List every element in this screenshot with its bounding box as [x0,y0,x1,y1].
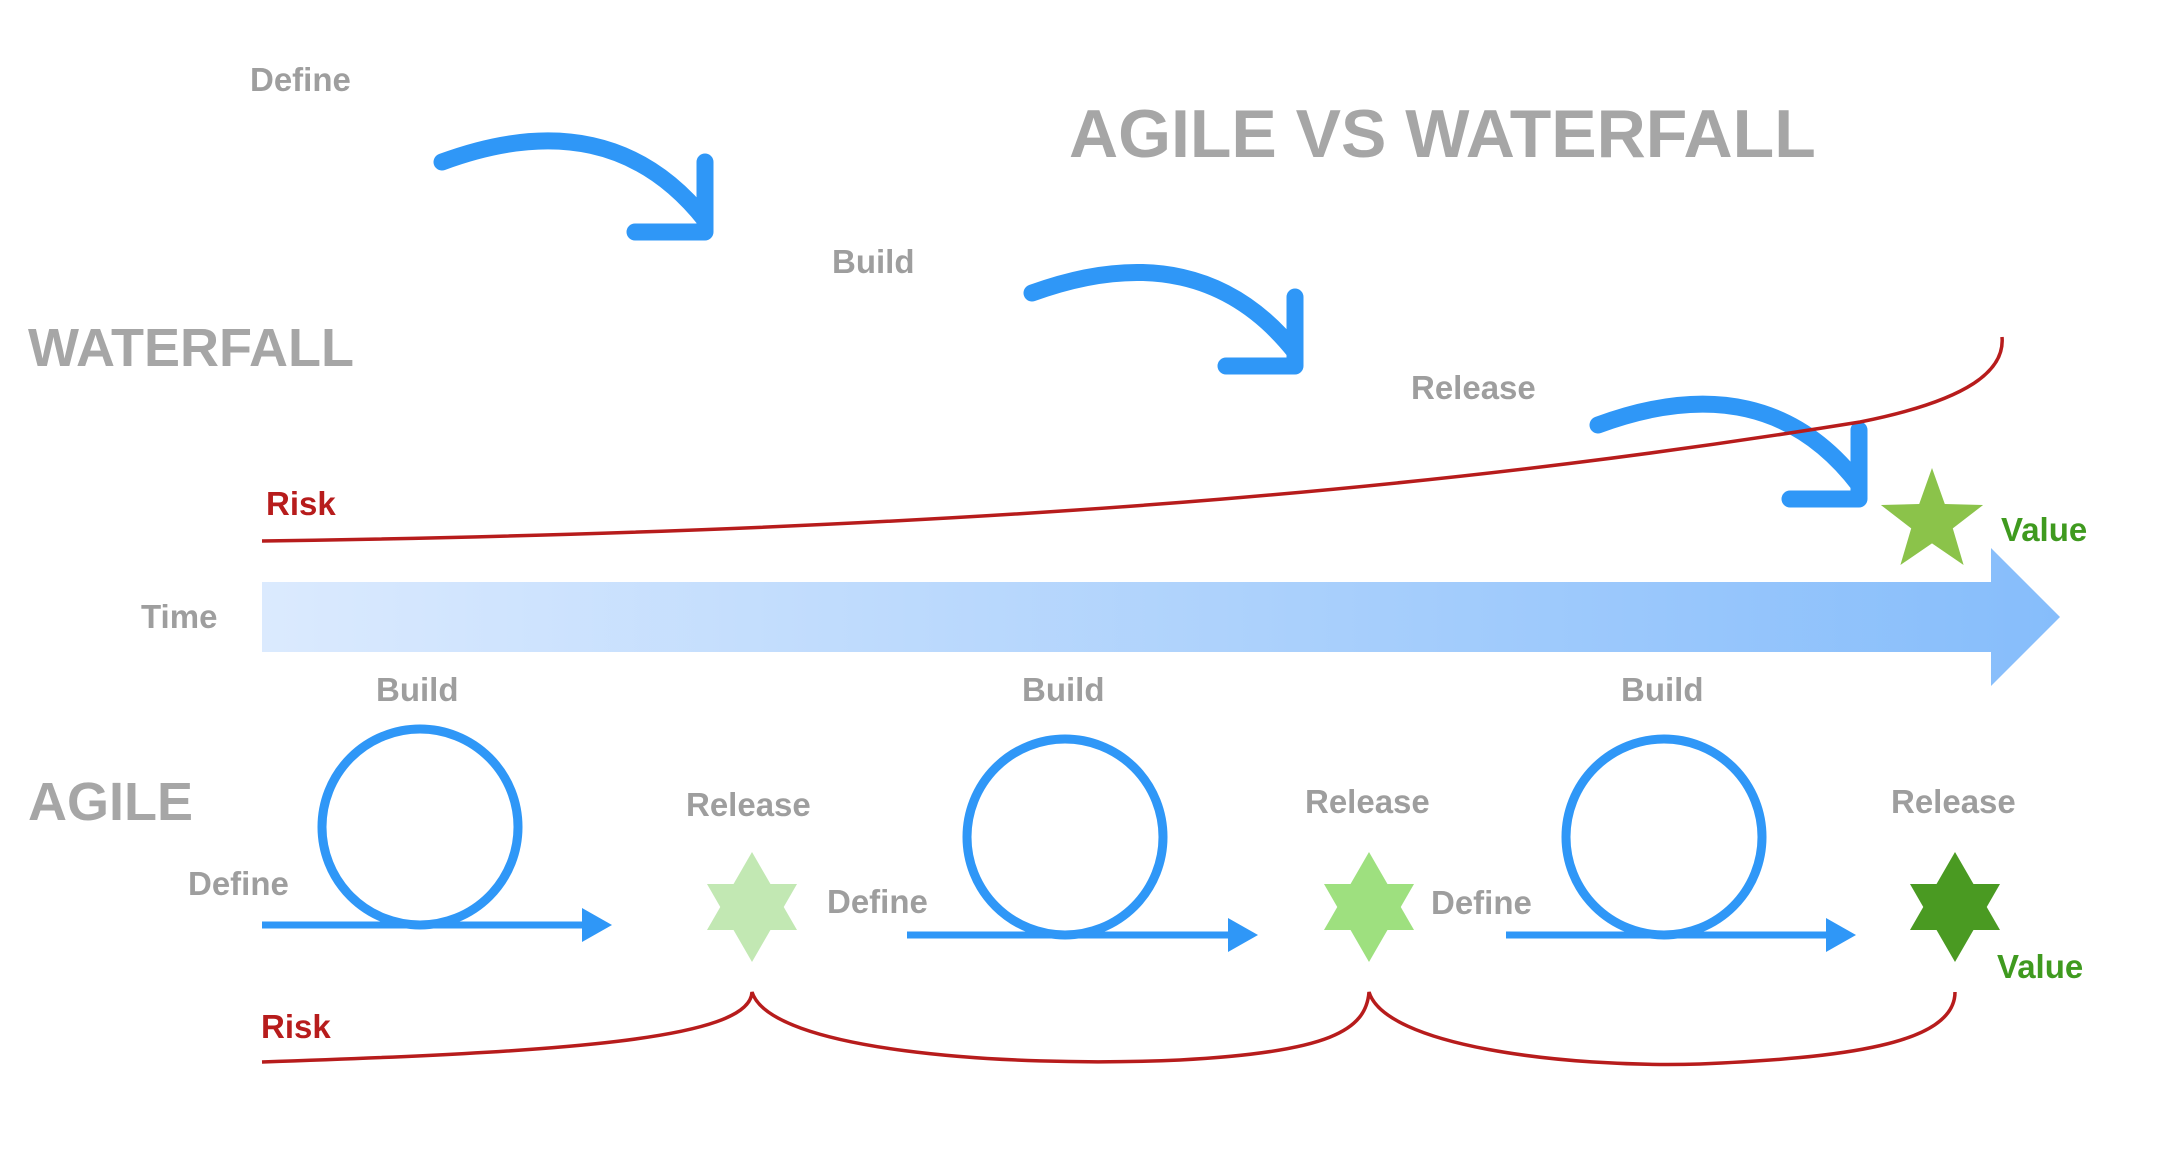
waterfall-step-define: Define [250,61,351,98]
waterfall-risk-label: Risk [266,485,336,522]
waterfall-value-label: Value [2001,511,2087,548]
agile-build-label-1: Build [376,671,458,708]
agile-build-label-3: Build [1621,671,1703,708]
agile-build-loop-3 [1561,734,1767,940]
agile-arrow-head-2 [1228,918,1258,952]
agile-risk-label: Risk [261,1008,331,1045]
agile-release-label-2: Release [1305,783,1430,820]
agile-build-loop-1 [317,724,523,930]
agile-value-label: Value [1997,948,2083,985]
waterfall-risk-curve [261,336,2004,543]
time-arrow [262,548,2060,686]
agile-release-label-1: Release [686,786,811,823]
agile-release-star-1-icon [707,852,797,962]
waterfall-step-release: Release [1411,369,1536,406]
waterfall-curved-arrow-1 [433,132,714,241]
agile-define-label-2: Define [827,883,928,920]
agile-arrow-head-1 [582,908,612,942]
waterfall-step-build: Build [832,243,914,280]
agile-define-label-3: Define [1431,884,1532,921]
agile-build-label-2: Build [1022,671,1104,708]
waterfall-curved-arrow-3 [1589,395,1868,508]
agile-arrow-head-3 [1826,918,1856,952]
agile-release-star-3-icon [1910,852,2000,962]
page-title: AGILE VS WATERFALL [1069,96,1816,172]
agile-heading: AGILE [28,772,193,832]
waterfall-heading: WATERFALL [28,318,354,378]
time-label: Time [141,598,217,635]
agile-release-star-2-icon [1324,852,1414,962]
agile-define-label-1: Define [188,865,289,902]
agile-build-loop-2 [962,734,1168,940]
waterfall-value-star-icon [1880,468,1984,565]
waterfall-curved-arrow-2 [1023,263,1304,375]
agile-release-label-3: Release [1891,783,2016,820]
agile-risk-curve [261,991,1957,1067]
